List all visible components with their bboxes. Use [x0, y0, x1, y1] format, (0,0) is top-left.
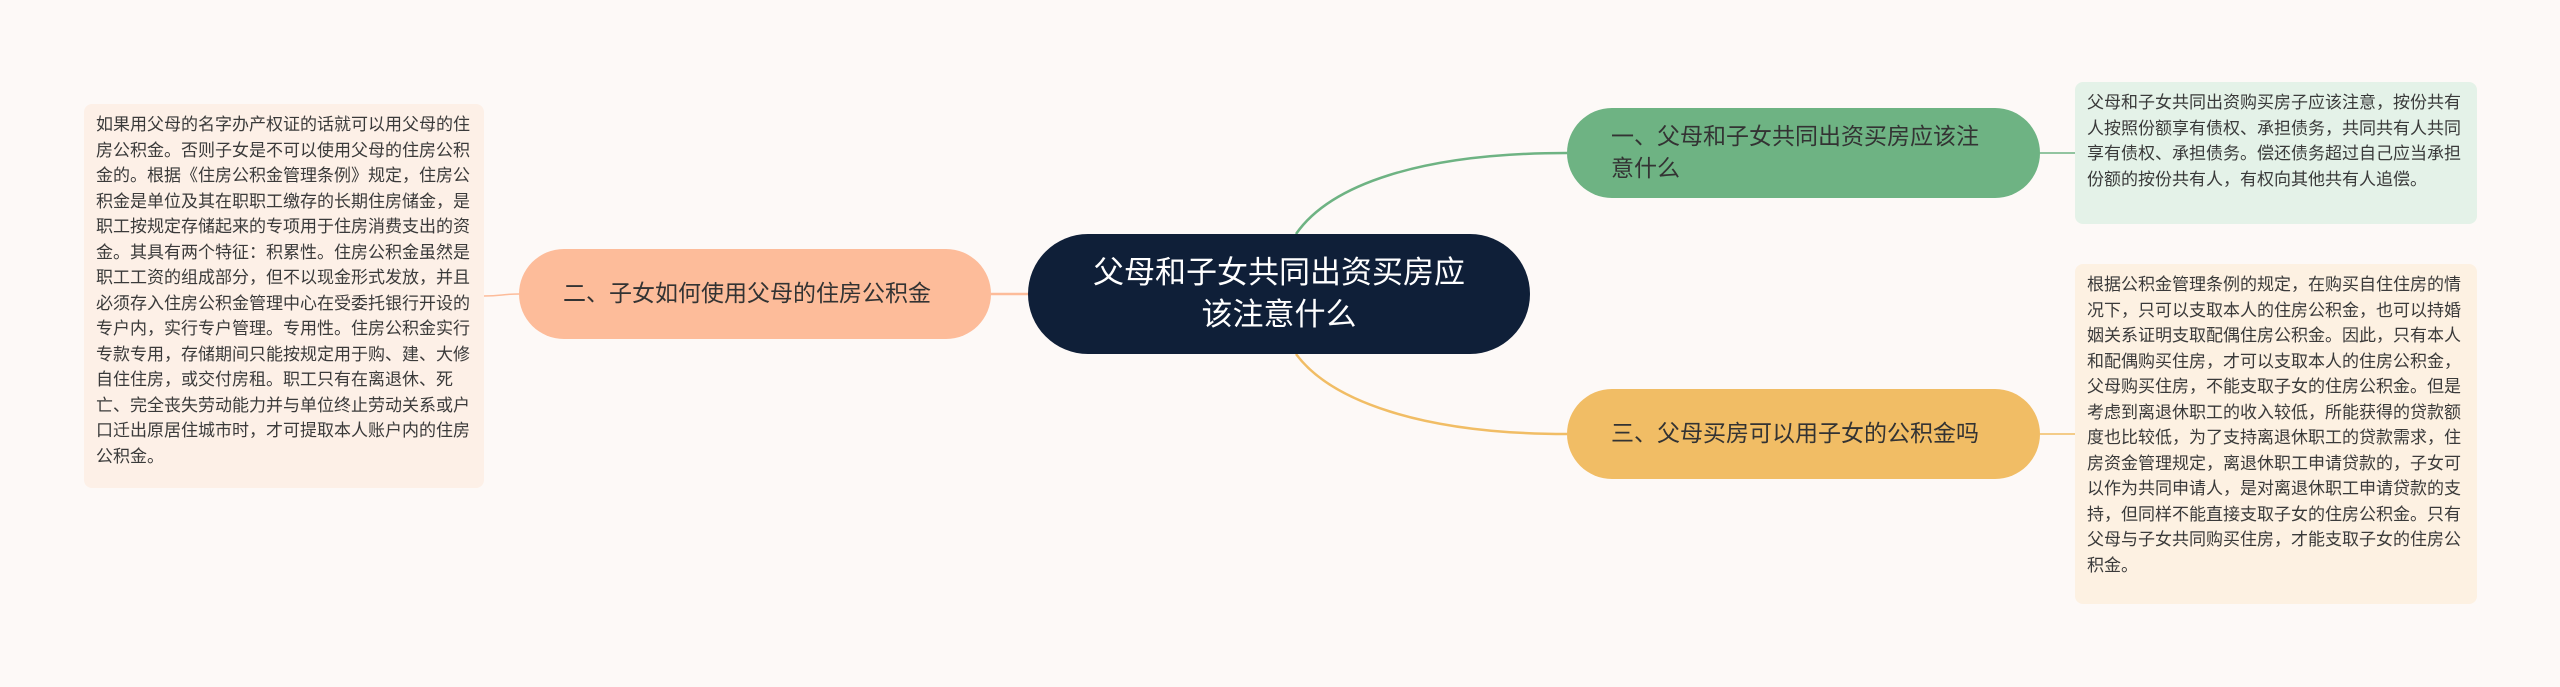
- leaf-note-2[interactable]: 如果用父母的名字办产权证的话就可以用父母的住房公积金。否则子女是不可以使用父母的…: [84, 104, 484, 488]
- branch-topic-3-label: 三、父母买房可以用子女的公积金吗: [1611, 421, 1979, 447]
- branch-topic-2[interactable]: 二、子女如何使用父母的住房公积金: [519, 249, 991, 339]
- connector-center-branch1: [1294, 151, 1568, 235]
- leaf-note-1-text: 父母和子女共同出资购买房子应该注意，按份共有人按照份额享有债权、承担债务，共同共…: [2087, 93, 2461, 190]
- central-topic-label: 父母和子女共同出资买房应该注意什么: [1093, 255, 1465, 333]
- branch-topic-2-label: 二、子女如何使用父母的住房公积金: [563, 281, 931, 307]
- branch-topic-1[interactable]: 一、父母和子女共同出资买房应该注意什么: [1567, 108, 2040, 198]
- leaf-note-2-text: 如果用父母的名字办产权证的话就可以用父母的住房公积金。否则子女是不可以使用父母的…: [96, 115, 470, 467]
- connector-center-branch3: [1294, 353, 1568, 436]
- branch-topic-3[interactable]: 三、父母买房可以用子女的公积金吗: [1567, 389, 2040, 479]
- leaf-note-1[interactable]: 父母和子女共同出资购买房子应该注意，按份共有人按照份额享有债权、承担债务，共同共…: [2075, 82, 2477, 224]
- connector-branch2-leaf2: [483, 293, 520, 297]
- central-topic[interactable]: 父母和子女共同出资买房应该注意什么: [1028, 234, 1530, 354]
- leaf-note-3-text: 根据公积金管理条例的规定，在购买自住住房的情况下，只可以支取本人的住房公积金，也…: [2087, 275, 2461, 576]
- leaf-note-3[interactable]: 根据公积金管理条例的规定，在购买自住住房的情况下，只可以支取本人的住房公积金，也…: [2075, 264, 2477, 604]
- branch-topic-1-label: 一、父母和子女共同出资买房应该注意什么: [1611, 124, 1979, 182]
